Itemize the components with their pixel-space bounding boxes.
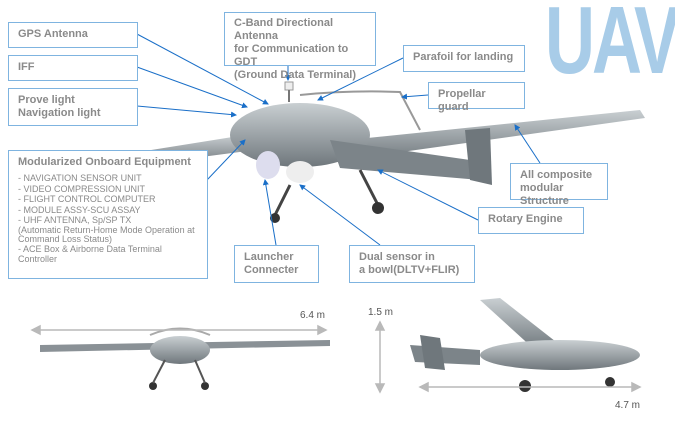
- equipment-list: - NAVIGATION SENSOR UNIT - VIDEO COMPRES…: [18, 173, 198, 265]
- label-line: Dual sensor in: [359, 251, 435, 263]
- side-view-drone: [410, 298, 640, 392]
- leader-lines: [136, 33, 541, 246]
- equipment-box: Modularized Onboard Equipment - NAVIGATI…: [8, 150, 208, 279]
- label-line: Navigation light: [18, 107, 101, 119]
- label-line: a bowl(DLTV+FLIR): [359, 264, 460, 276]
- uav-title: UAV: [545, 0, 675, 94]
- equipment-item: - MODULE ASSY-SCU ASSAY: [18, 204, 141, 215]
- label-line: All composite: [520, 169, 593, 181]
- label-line: Prove light: [18, 94, 75, 106]
- label-composite-structure: All composite modular Structure: [510, 163, 608, 207]
- label-dual-sensor: Dual sensor in a bowl(DLTV+FLIR): [349, 245, 475, 283]
- equipment-item: Command Loss Status): [18, 233, 113, 244]
- dimension-arrows: [30, 320, 642, 394]
- equipment-item: (Automatic Return-Home Mode Operation at: [18, 224, 195, 235]
- label-iff: IFF: [8, 55, 138, 81]
- wingspan-label: 6.4 m: [300, 310, 326, 321]
- equipment-heading: Modularized Onboard Equipment: [18, 156, 191, 168]
- label-line: for Communication to GDT: [234, 43, 349, 68]
- height-label: 1.5 m: [368, 307, 394, 318]
- label-line: C-Band Directional Antenna: [234, 17, 334, 42]
- label-cband-antenna: C-Band Directional Antenna for Communica…: [224, 12, 376, 81]
- length-label: 4.7 m: [615, 400, 641, 411]
- label-gps-antenna: GPS Antenna: [8, 22, 138, 48]
- label-prove-light: Prove light Navigation light: [8, 88, 138, 126]
- label-line: (Ground Data Terminal): [234, 69, 357, 81]
- label-line: Launcher: [244, 251, 294, 263]
- front-view-drone: [40, 327, 330, 390]
- equipment-item: - UHF ANTENNA, Sp/SP TX: [18, 215, 132, 225]
- equipment-item: - NAVIGATION SENSOR UNIT: [18, 173, 142, 183]
- label-rotary-engine: Rotary Engine: [478, 207, 584, 234]
- main-drone: [120, 81, 645, 223]
- equipment-item: - VIDEO COMPRESSION UNIT: [18, 183, 146, 194]
- label-line: modular Structure: [520, 182, 569, 207]
- equipment-item: - ACE Box & Airborne Data Terminal Contr…: [18, 243, 162, 265]
- equipment-item: - FLIGHT CONTROL COMPUTER: [18, 194, 156, 204]
- label-launcher-connector: Launcher Connecter: [234, 245, 319, 283]
- label-propeller-guard: Propellar guard: [428, 82, 525, 113]
- label-line: Connecter: [244, 264, 299, 276]
- label-parafoil: Parafoil for landing: [403, 45, 525, 72]
